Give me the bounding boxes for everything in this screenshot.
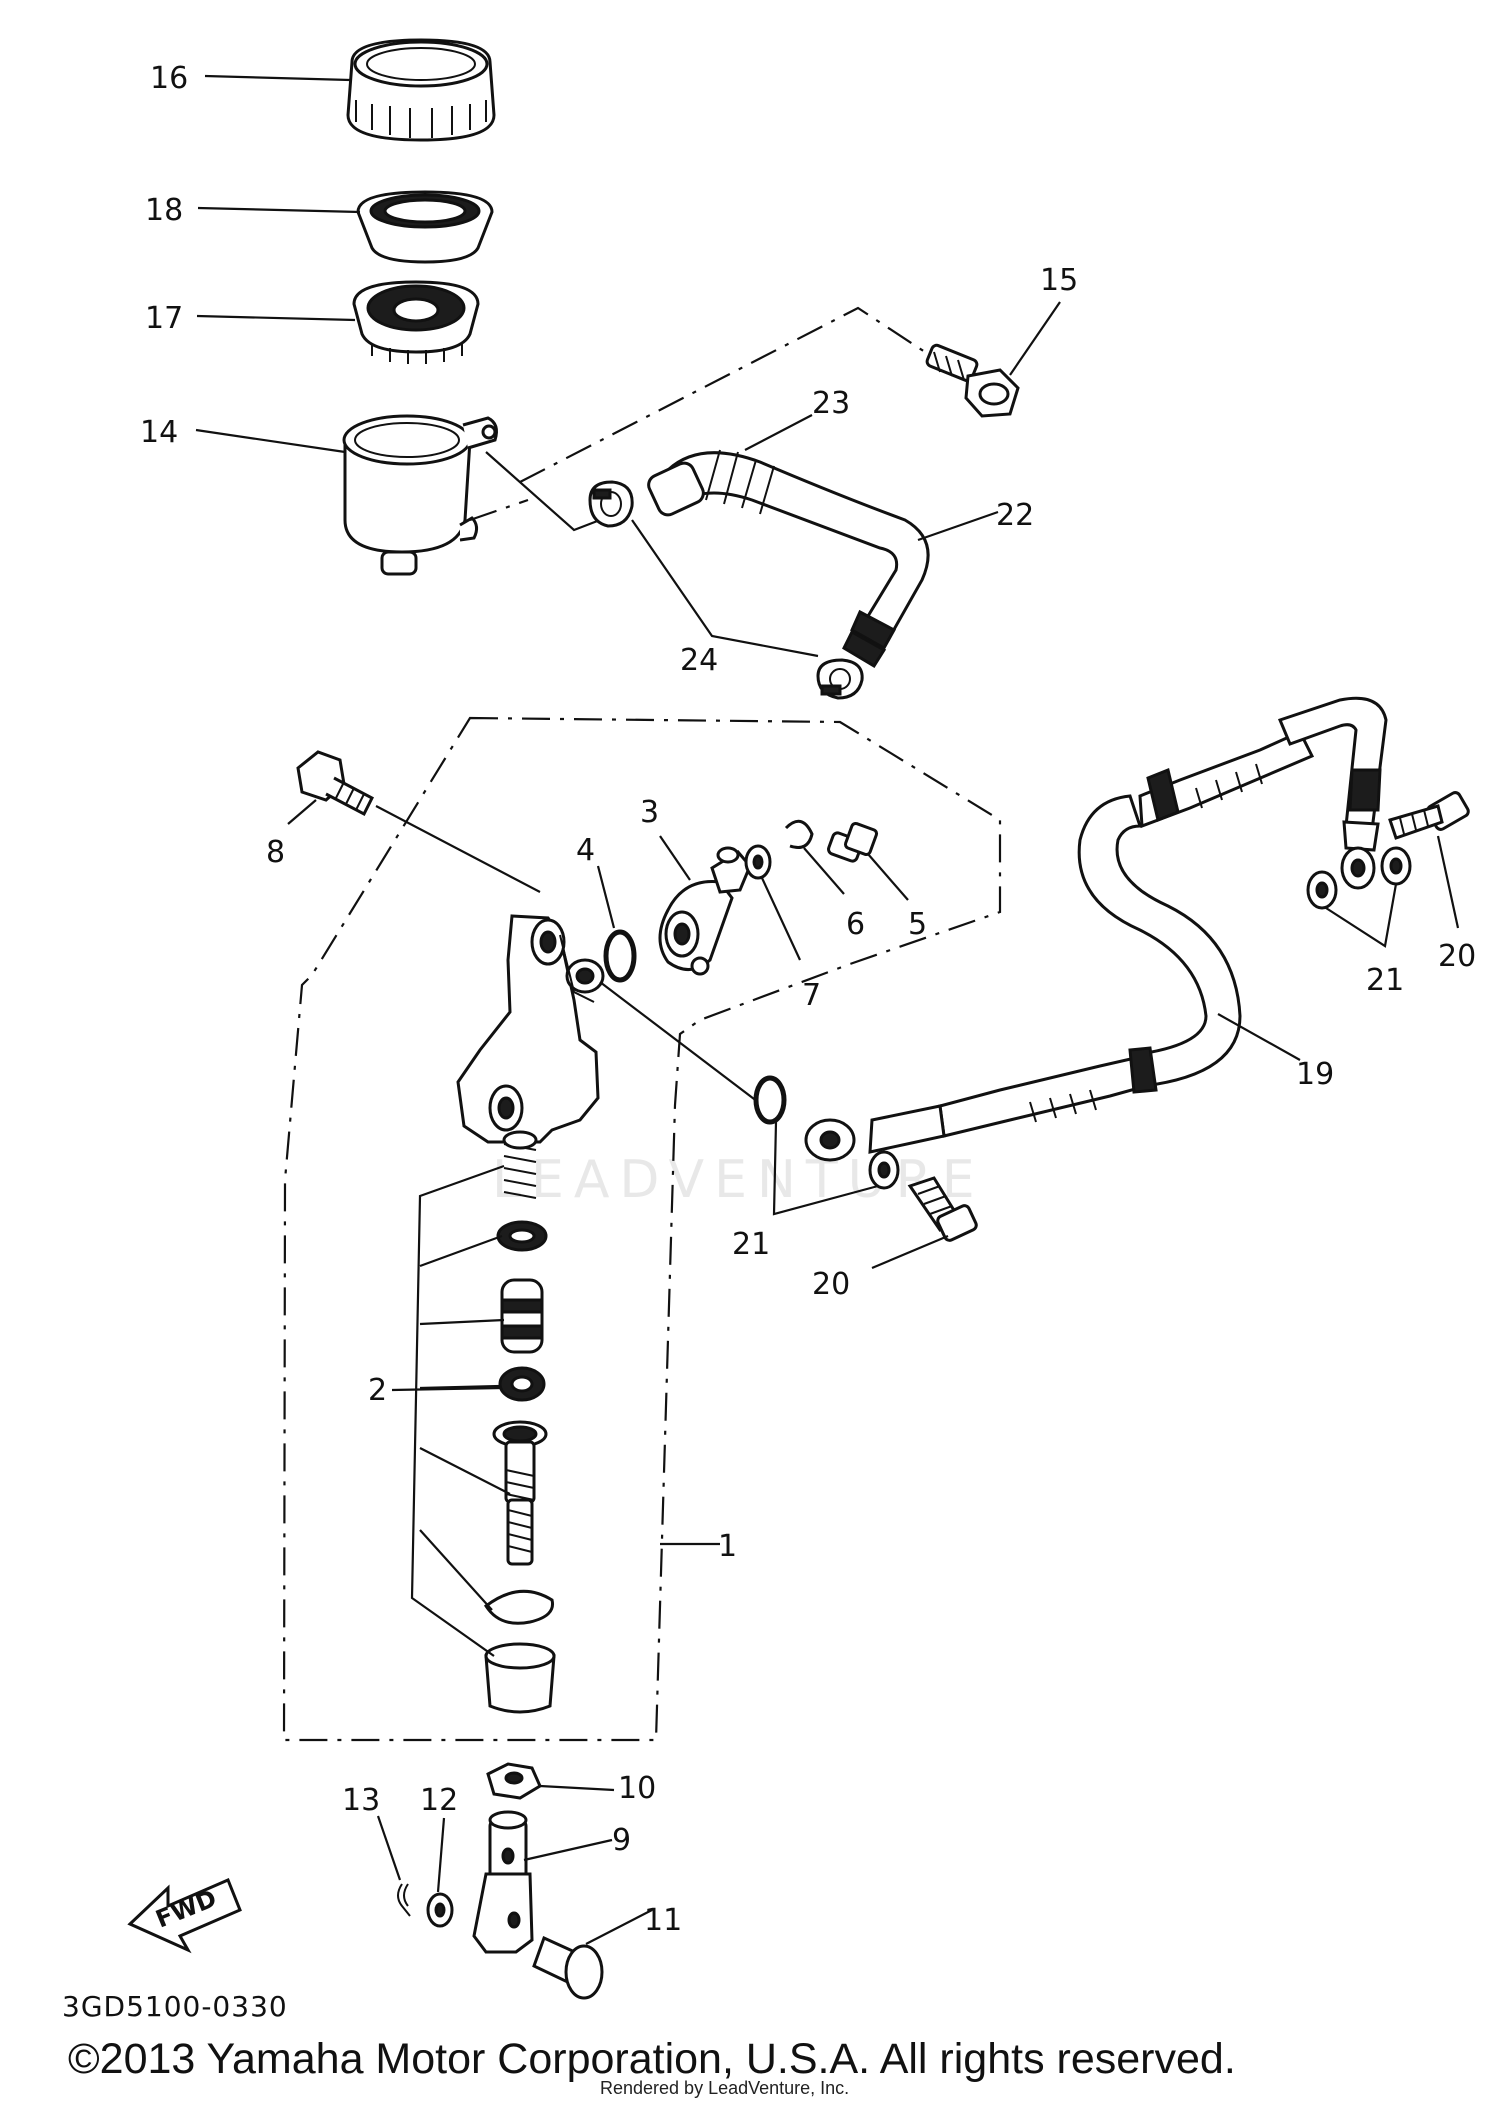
callout-8: 8: [266, 835, 285, 870]
o-ring: [603, 929, 637, 983]
reservoir-hose: [647, 449, 930, 669]
callout-9: 9: [612, 1823, 631, 1858]
locknut: [486, 1762, 542, 1800]
clevis-pin: [532, 1935, 604, 2000]
callout-18: 18: [145, 193, 183, 228]
reservoir-screw: [925, 343, 1020, 418]
diaphragm-plate: [352, 280, 480, 364]
master-cylinder-body: [456, 914, 605, 1144]
callout-15: 15: [1040, 263, 1078, 298]
spring-washer: [784, 819, 814, 849]
callout-16: 16: [150, 61, 188, 96]
callout-10: 10: [618, 1771, 656, 1806]
cotter-pin: [397, 1883, 411, 1917]
callout-23: 23: [812, 386, 850, 421]
copyright-notice: ©2013 Yamaha Motor Corporation, U.S.A. A…: [68, 2035, 1236, 2083]
copper-washer-lower: [868, 1150, 900, 1190]
callout-17: 17: [145, 301, 183, 336]
callout-22: 22: [996, 498, 1034, 533]
callout-24: 24: [680, 643, 718, 678]
piston-kit: [483, 1130, 556, 1714]
callout-20-upper: 20: [1438, 939, 1476, 974]
callout-11: 11: [644, 1903, 682, 1938]
plain-washer: [744, 844, 772, 880]
reservoir-cap: [346, 38, 496, 142]
callout-2: 2: [368, 1373, 387, 1408]
callout-3: 3: [640, 795, 659, 830]
callout-20-lower: 20: [812, 1267, 850, 1302]
callout-6: 6: [846, 907, 865, 942]
callout-14: 14: [140, 415, 178, 450]
callout-21-lower: 21: [732, 1227, 770, 1262]
brake-rod-clevis: [472, 1810, 534, 1954]
callout-13: 13: [342, 1783, 380, 1818]
hose-clip: [588, 480, 864, 700]
copper-washer-body: [753, 1075, 787, 1125]
callout-7: 7: [802, 978, 821, 1013]
callout-19: 19: [1296, 1057, 1334, 1092]
union-bolt-lower: [907, 1176, 978, 1242]
callout-4: 4: [576, 833, 595, 868]
mounting-bolt: [296, 750, 374, 817]
clevis-washer: [426, 1892, 454, 1928]
reservoir-diaphragm: [356, 190, 494, 264]
callout-5: 5: [908, 907, 927, 942]
callout-12: 12: [420, 1783, 458, 1818]
diagram-code: 3GD5100-0330: [62, 1990, 288, 2023]
rendered-by: Rendered by LeadVenture, Inc.: [600, 2078, 850, 2098]
fwd-arrow-icon: FWD: [127, 1878, 242, 1954]
callout-1: 1: [718, 1529, 737, 1564]
brake-hose: [804, 696, 1388, 1162]
hose-joint: [658, 846, 752, 976]
joint-screw: [827, 821, 879, 863]
union-bolt-upper: [1388, 791, 1470, 840]
callout-21-upper: 21: [1366, 963, 1404, 998]
reservoir-tank: [342, 414, 498, 576]
